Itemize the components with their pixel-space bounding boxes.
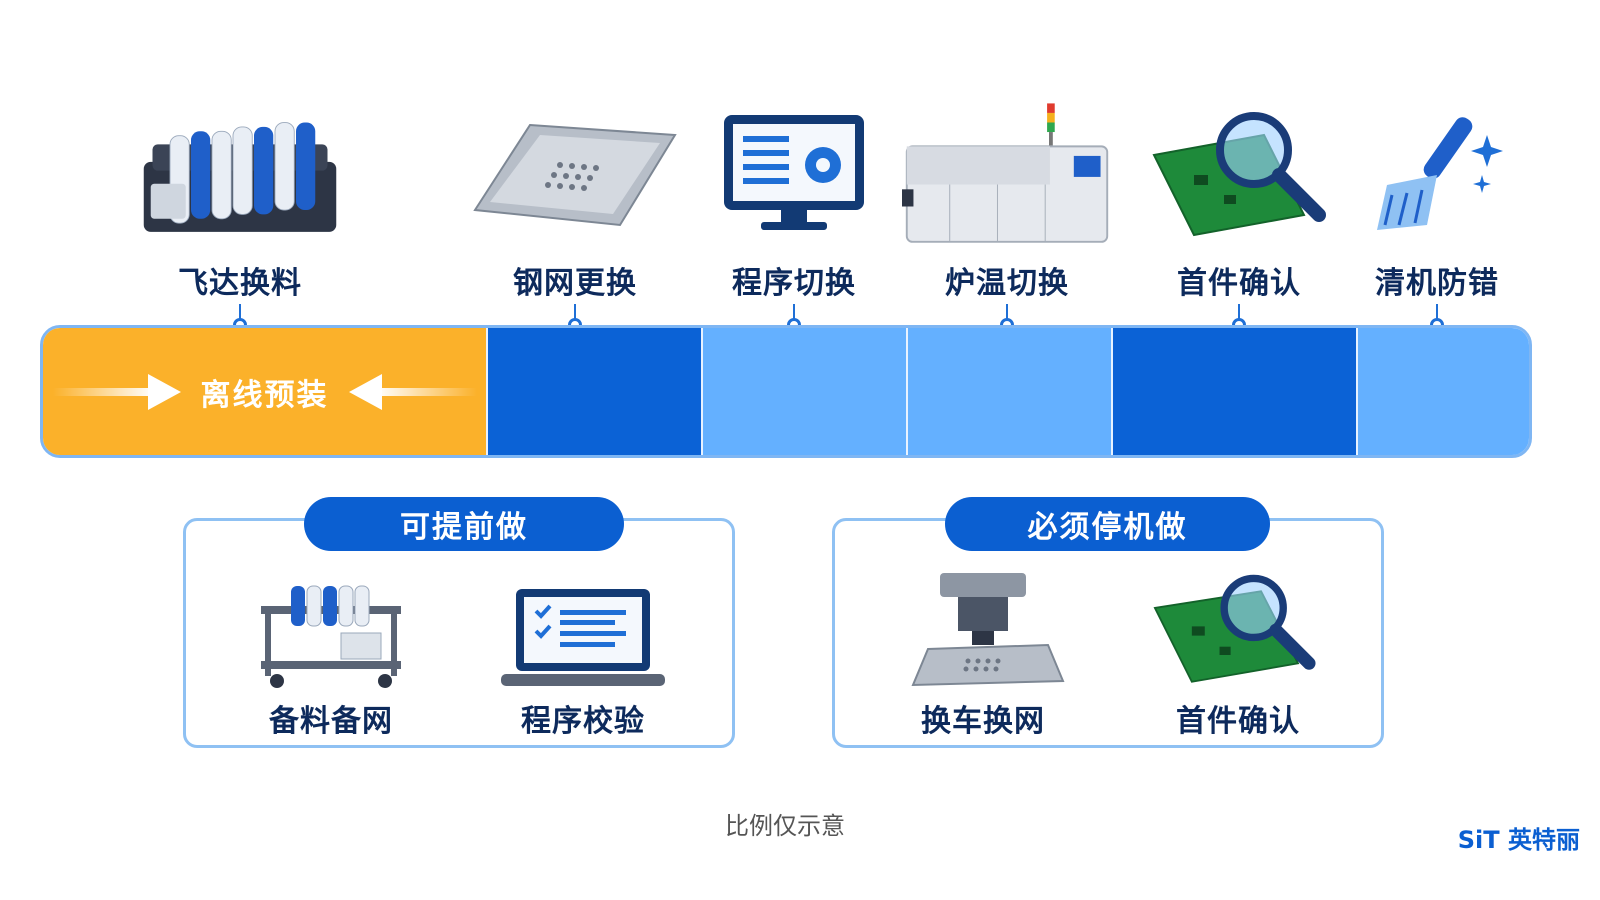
segment-first-article xyxy=(1113,328,1358,455)
timeline-bar: 离线预装 xyxy=(40,325,1532,458)
brand-logo: SiT 英特丽 xyxy=(1457,826,1580,854)
material-cart-icon xyxy=(231,571,431,691)
group-item-label: 备料备网 xyxy=(269,704,393,739)
segment-program xyxy=(703,328,908,455)
step-stencil: 钢网更换 xyxy=(470,90,680,332)
stencil-icon xyxy=(470,90,680,260)
connector-line xyxy=(793,304,795,320)
group-item-label: 首件确认 xyxy=(1176,704,1300,739)
group-title: 必须停机做 xyxy=(945,497,1270,551)
pcb-magnifier-icon xyxy=(1138,571,1338,691)
scale-note: 比例仅示意 xyxy=(725,812,845,840)
arrow-right-icon xyxy=(52,372,183,412)
cleaning-brush-icon xyxy=(1332,90,1542,260)
monitor-gear-icon xyxy=(689,90,899,260)
connector-line xyxy=(1238,304,1240,320)
group-item: 程序校验 xyxy=(483,571,683,741)
step-feeder: 飞达换料 xyxy=(135,90,345,332)
segment-cleaning xyxy=(1358,328,1529,455)
reflow-oven-icon xyxy=(902,90,1112,260)
laptop-checklist-icon xyxy=(483,571,683,691)
step-program: 程序切换 xyxy=(689,90,899,332)
group-item: 换车换网 xyxy=(883,571,1083,741)
group-item-label: 换车换网 xyxy=(921,704,1045,739)
stencil-printer-icon xyxy=(883,571,1083,691)
feeder-rack-icon xyxy=(135,90,345,260)
step-label: 清机防错 xyxy=(1375,266,1499,301)
arrow-left-icon xyxy=(347,372,477,412)
segment-stencil xyxy=(488,328,703,455)
group-stop: 必须停机做 换车换网 首件确 xyxy=(832,497,1384,748)
connector-line xyxy=(239,304,241,320)
segment-oven xyxy=(908,328,1113,455)
pcb-magnifier-icon xyxy=(1134,90,1344,260)
step-oven: 炉温切换 xyxy=(902,90,1112,332)
group-item-label: 程序校验 xyxy=(521,704,645,739)
step-label: 首件确认 xyxy=(1177,266,1301,301)
group-prep: 可提前做 备料备网 xyxy=(183,497,735,748)
connector-line xyxy=(1006,304,1008,320)
group-title: 可提前做 xyxy=(304,497,624,551)
step-label: 钢网更换 xyxy=(513,266,637,301)
step-label: 程序切换 xyxy=(732,266,856,301)
offline-segment: 离线预装 xyxy=(43,328,488,455)
connector-line xyxy=(574,304,576,320)
group-item: 首件确认 xyxy=(1138,571,1338,741)
group-item: 备料备网 xyxy=(231,571,431,741)
step-first-article: 首件确认 xyxy=(1134,90,1344,332)
connector-line xyxy=(1436,304,1438,320)
offline-label: 离线预装 xyxy=(200,377,329,413)
step-cleaning: 清机防错 xyxy=(1332,90,1542,332)
step-label: 飞达换料 xyxy=(178,266,302,301)
step-label: 炉温切换 xyxy=(945,266,1069,301)
